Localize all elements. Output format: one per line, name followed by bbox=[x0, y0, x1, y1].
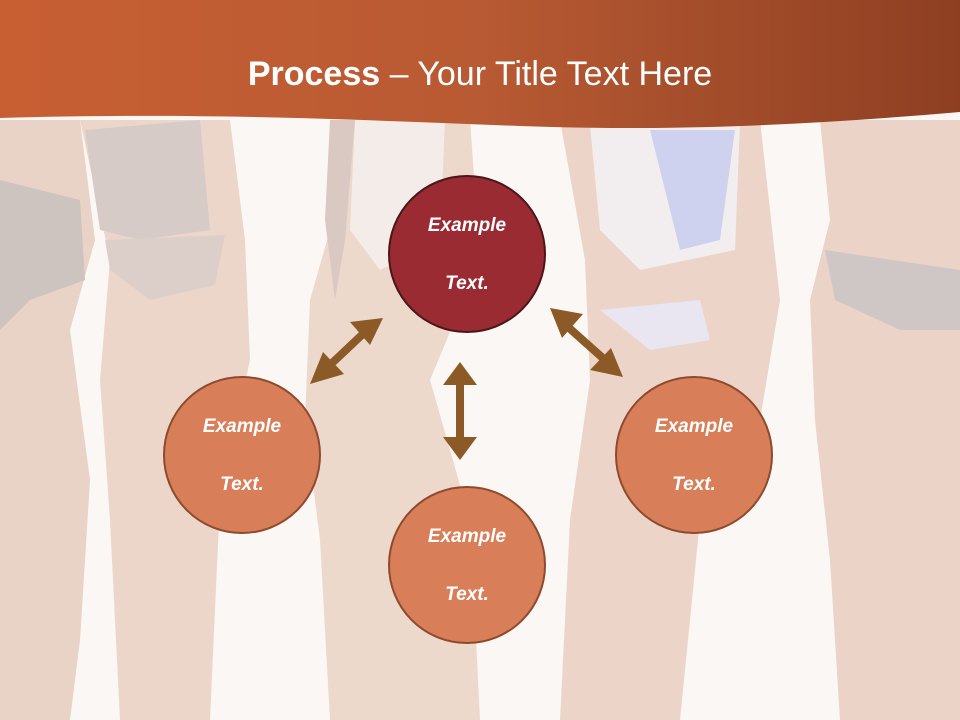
node-bottom-line1: Example bbox=[427, 525, 507, 547]
page-title: Process – Your Title Text Here bbox=[0, 52, 960, 96]
node-top-line2: Text. bbox=[445, 272, 489, 294]
title-bold: Process bbox=[247, 55, 381, 93]
node-left-line2: Text. bbox=[220, 473, 264, 495]
node-bottom-line2: Text. bbox=[445, 583, 489, 605]
node-right-line1: Example bbox=[654, 415, 734, 437]
node-left-line1: Example bbox=[202, 415, 282, 437]
node-top-line1: Example bbox=[427, 214, 507, 236]
node-right-line2: Text. bbox=[672, 473, 716, 495]
title-rest: – Your Title Text Here bbox=[380, 55, 713, 93]
title-banner bbox=[0, 0, 960, 129]
